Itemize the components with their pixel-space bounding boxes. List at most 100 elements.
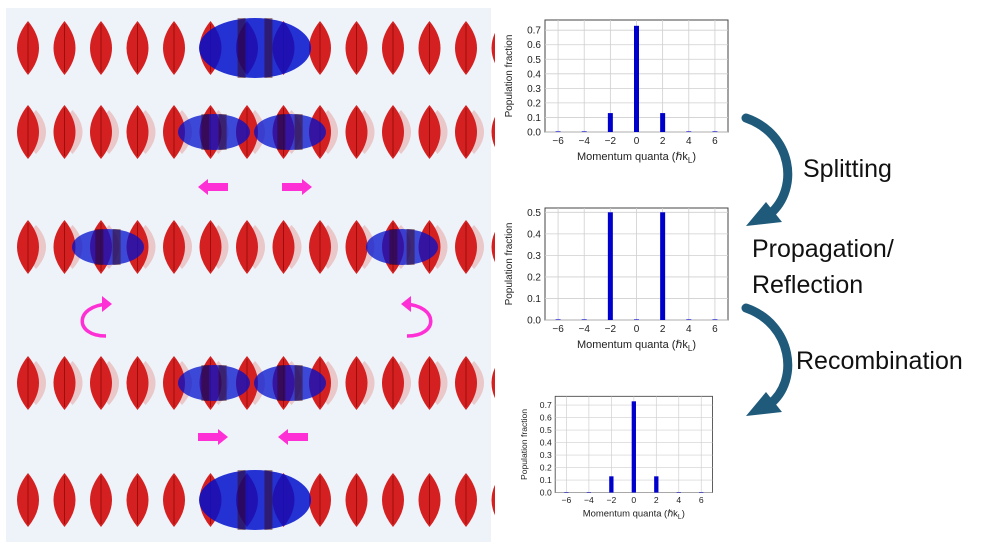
atom-wavepacket bbox=[178, 114, 250, 150]
momentum-bar bbox=[555, 131, 561, 132]
lattice-site bbox=[491, 367, 495, 399]
x-tick-label: 0 bbox=[634, 324, 640, 335]
x-axis-label: Momentum quanta (ℏkL) bbox=[577, 151, 696, 165]
x-tick-label: −2 bbox=[605, 136, 617, 147]
y-tick-label: 0.5 bbox=[527, 208, 541, 219]
wavepacket-lattice-overlap bbox=[95, 229, 104, 265]
x-axis-label: Momentum quanta (ℏkL) bbox=[577, 339, 696, 353]
y-tick-label: 0.0 bbox=[527, 316, 541, 327]
wavepacket-lattice-overlap bbox=[218, 365, 227, 401]
recombination-label: Recombination bbox=[796, 347, 963, 375]
x-tick-label: 0 bbox=[634, 136, 640, 147]
atom-wavepacket bbox=[199, 470, 311, 530]
atom-wavepacket bbox=[366, 229, 438, 265]
recombination-curved-arrow bbox=[741, 303, 793, 409]
reflect-left-arrow-icon bbox=[80, 296, 112, 338]
wavepacket-layer bbox=[72, 18, 438, 530]
x-tick-label: 6 bbox=[712, 324, 718, 335]
lattice-site bbox=[491, 116, 495, 148]
momentum-bar bbox=[607, 212, 613, 320]
y-axis-label: Population fraction bbox=[504, 223, 515, 306]
x-tick-label: 0 bbox=[631, 495, 636, 505]
x-tick-label: 2 bbox=[654, 495, 659, 505]
momentum-bar bbox=[634, 319, 639, 320]
y-tick-label: 0.1 bbox=[540, 475, 552, 485]
wavepacket-lattice-overlap bbox=[237, 470, 246, 530]
y-tick-label: 0.2 bbox=[527, 98, 541, 109]
wavepacket-lattice-overlap bbox=[218, 114, 227, 150]
splitting-label: Splitting bbox=[803, 155, 892, 183]
momentum-bar bbox=[609, 476, 614, 493]
y-tick-label: 0.2 bbox=[540, 463, 552, 473]
momentum-bar bbox=[712, 319, 718, 320]
right-motion-arrow-icon bbox=[282, 179, 312, 195]
y-tick-label: 0.3 bbox=[540, 450, 552, 460]
y-tick-label: 0.6 bbox=[540, 413, 552, 423]
atom-wavepacket bbox=[254, 114, 326, 150]
y-tick-label: 0.3 bbox=[527, 84, 541, 95]
momentum-bar bbox=[555, 319, 561, 320]
momentum-bar bbox=[631, 401, 636, 493]
momentum-bar bbox=[660, 113, 666, 132]
momentum-bar bbox=[581, 319, 587, 320]
lattice-illustration bbox=[6, 8, 495, 542]
momentum-bar bbox=[699, 492, 704, 493]
wavepacket-lattice-overlap bbox=[277, 114, 286, 150]
momentum-bar bbox=[634, 25, 639, 132]
x-tick-label: −6 bbox=[562, 495, 572, 505]
x-tick-label: 4 bbox=[686, 324, 692, 335]
propagation-label: Propagation/ bbox=[752, 235, 894, 263]
x-tick-label: 4 bbox=[676, 495, 681, 505]
momentum-bar bbox=[676, 492, 681, 493]
reflect-right-arrow-icon bbox=[401, 296, 433, 338]
reflection-label: Reflection bbox=[752, 271, 864, 299]
y-tick-label: 0.7 bbox=[527, 26, 541, 37]
wavepacket-lattice-overlap bbox=[201, 365, 210, 401]
momentum-bar bbox=[586, 492, 592, 493]
x-axis-label: Momentum quanta (ℏkL) bbox=[583, 509, 685, 522]
y-axis-label: Population fraction bbox=[519, 409, 529, 480]
wavepacket-lattice-overlap bbox=[277, 365, 286, 401]
left-motion-arrow-icon bbox=[198, 179, 228, 195]
wavepacket-lattice-overlap bbox=[112, 229, 121, 265]
y-tick-label: 0.3 bbox=[527, 251, 541, 262]
x-tick-label: 6 bbox=[699, 495, 704, 505]
wavepacket-lattice-overlap bbox=[237, 18, 246, 78]
left-motion-arrow-icon bbox=[278, 429, 308, 445]
x-tick-label: 2 bbox=[660, 136, 666, 147]
wavepacket-lattice-overlap bbox=[264, 18, 273, 78]
momentum-bar bbox=[686, 131, 692, 132]
atom-wavepacket bbox=[178, 365, 250, 401]
x-tick-label: −2 bbox=[606, 495, 616, 505]
wavepacket-lattice-overlap bbox=[201, 114, 210, 150]
lattice-site bbox=[491, 32, 495, 64]
atom-wavepacket bbox=[199, 18, 311, 78]
x-tick-label: −2 bbox=[605, 324, 617, 335]
x-tick-label: 6 bbox=[712, 136, 718, 147]
y-tick-label: 0.0 bbox=[540, 488, 552, 498]
momentum-bar bbox=[686, 319, 692, 320]
y-tick-label: 0.1 bbox=[527, 113, 541, 124]
motion-arrow-layer bbox=[80, 179, 433, 445]
wavepacket-lattice-overlap bbox=[406, 229, 415, 265]
y-tick-label: 0.5 bbox=[527, 55, 541, 66]
splitting-arrowhead bbox=[746, 202, 782, 226]
y-tick-label: 0.4 bbox=[540, 438, 552, 448]
y-tick-label: 0.4 bbox=[527, 69, 541, 80]
lattice-site bbox=[491, 484, 495, 516]
momentum-bar bbox=[581, 131, 587, 132]
y-tick-label: 0.7 bbox=[540, 400, 552, 410]
atom-wavepacket bbox=[72, 229, 144, 265]
y-tick-label: 0.1 bbox=[527, 294, 541, 305]
wavepacket-lattice-overlap bbox=[264, 470, 273, 530]
wavepacket-lattice-overlap bbox=[294, 365, 303, 401]
momentum-bar bbox=[654, 476, 659, 493]
x-tick-label: 4 bbox=[686, 136, 692, 147]
wavepacket-lattice-overlap bbox=[389, 229, 398, 265]
y-tick-label: 0.5 bbox=[540, 425, 552, 435]
y-tick-label: 0.2 bbox=[527, 272, 541, 283]
x-tick-label: −6 bbox=[552, 324, 564, 335]
recombination-arrowhead bbox=[746, 392, 782, 416]
y-tick-label: 0.0 bbox=[527, 128, 541, 139]
